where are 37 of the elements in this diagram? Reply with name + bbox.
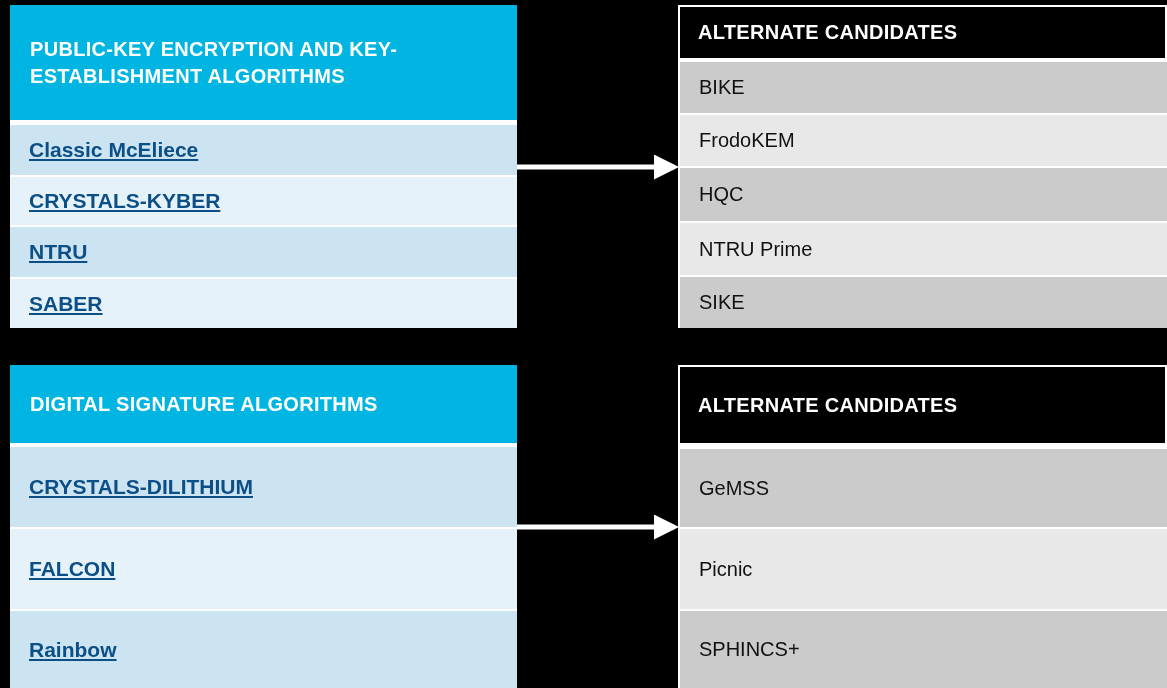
table-header: DIGITAL SIGNATURE ALGORITHMS <box>10 365 517 443</box>
table <box>10 365 517 688</box>
table-row <box>680 62 1167 113</box>
table <box>10 5 517 328</box>
link: CRYSTALS-DILITHIUM <box>29 475 253 499</box>
table-row <box>10 611 517 688</box>
table-row <box>10 279 517 328</box>
link: Classic McEliece <box>29 138 199 162</box>
table-row <box>680 168 1167 221</box>
link: NTRU <box>29 240 88 264</box>
row-text: SIKE <box>699 291 745 314</box>
arrow <box>517 514 679 540</box>
table-row <box>10 177 517 225</box>
link: FALCON <box>29 557 116 581</box>
row-text: Picnic <box>699 557 753 581</box>
link: CRYSTALS-KYBER <box>29 189 221 213</box>
table-header: PUBLIC-KEY ENCRYPTION AND KEY-ESTABLISHMENT ALGORITHMS <box>10 5 517 120</box>
row-text: BIKE <box>699 76 745 99</box>
link: SABER <box>29 291 103 316</box>
table-row <box>10 529 517 609</box>
table-header: ALTERNATE CANDIDATES <box>678 365 1167 443</box>
table-row <box>680 449 1167 527</box>
table-row <box>10 125 517 175</box>
row-text: HQC <box>699 183 744 206</box>
table <box>678 365 1167 688</box>
table-header: ALTERNATE CANDIDATES <box>678 5 1167 58</box>
row-text: NTRU Prime <box>699 237 813 261</box>
row-text: GeMSS <box>699 476 770 500</box>
table-row <box>680 611 1167 688</box>
link: Rainbow <box>29 637 117 662</box>
row-text: SPHINCS+ <box>699 638 800 661</box>
table <box>678 5 1167 328</box>
arrow <box>517 154 679 180</box>
table-row <box>680 277 1167 328</box>
row-text: FrodoKEM <box>699 129 795 152</box>
table-row <box>10 227 517 277</box>
table-row <box>10 447 517 527</box>
